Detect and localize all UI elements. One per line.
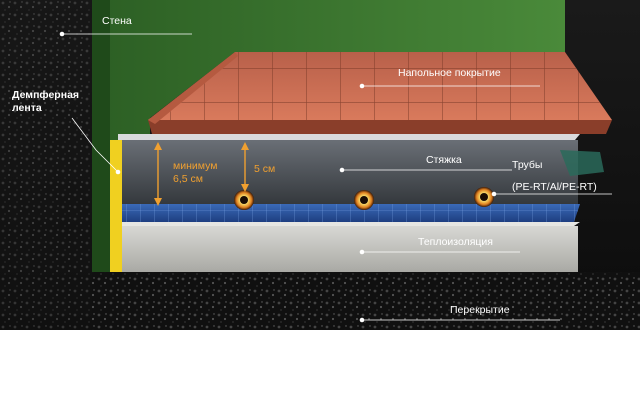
label-insulation: Теплоизоляция [418, 236, 493, 248]
insulation [122, 226, 578, 272]
leader-insulation [359, 249, 520, 255]
label-min-line1: минимум [173, 160, 217, 172]
pipe-3 [474, 187, 494, 207]
label-slab: Перекрытие [450, 304, 510, 316]
label-damper-line1: Демпферная [12, 89, 79, 101]
leader-screed [339, 167, 512, 173]
leader-slab [359, 317, 560, 323]
label-5cm: 5 см [254, 163, 275, 175]
dimension-5cm-arrow [241, 142, 249, 192]
slab-shade [92, 272, 640, 330]
label-damper-line2: лента [12, 102, 42, 114]
screed-top [118, 134, 580, 140]
insulation-top [122, 222, 580, 226]
screed [118, 140, 578, 212]
label-pipes-line2: (PE-RT/Al/PE-RT) [512, 181, 597, 193]
wall-side [92, 0, 110, 290]
pipe-1 [234, 190, 254, 210]
gravel-texture-left [0, 0, 92, 330]
leader-pipes [491, 191, 612, 197]
leader-wall [59, 31, 192, 37]
label-wall: Стена [102, 15, 132, 27]
leader-floor [359, 83, 540, 89]
tile-skirting [148, 52, 238, 124]
pipe-manifold [560, 150, 604, 176]
dimension-min-arrow [154, 142, 162, 206]
label-min-line2: 6,5 см [173, 173, 203, 185]
wall [95, 0, 565, 175]
leader-damper [71, 117, 121, 175]
damper-tape [110, 140, 122, 290]
label-pipes-line1: Трубы [512, 159, 542, 171]
reinforcement-mesh-grid [122, 204, 580, 222]
floor-covering-edge [148, 120, 612, 134]
label-floor-covering: Напольное покрытие [398, 67, 501, 79]
label-screed: Стяжка [426, 154, 462, 166]
pipe-2 [354, 190, 374, 210]
